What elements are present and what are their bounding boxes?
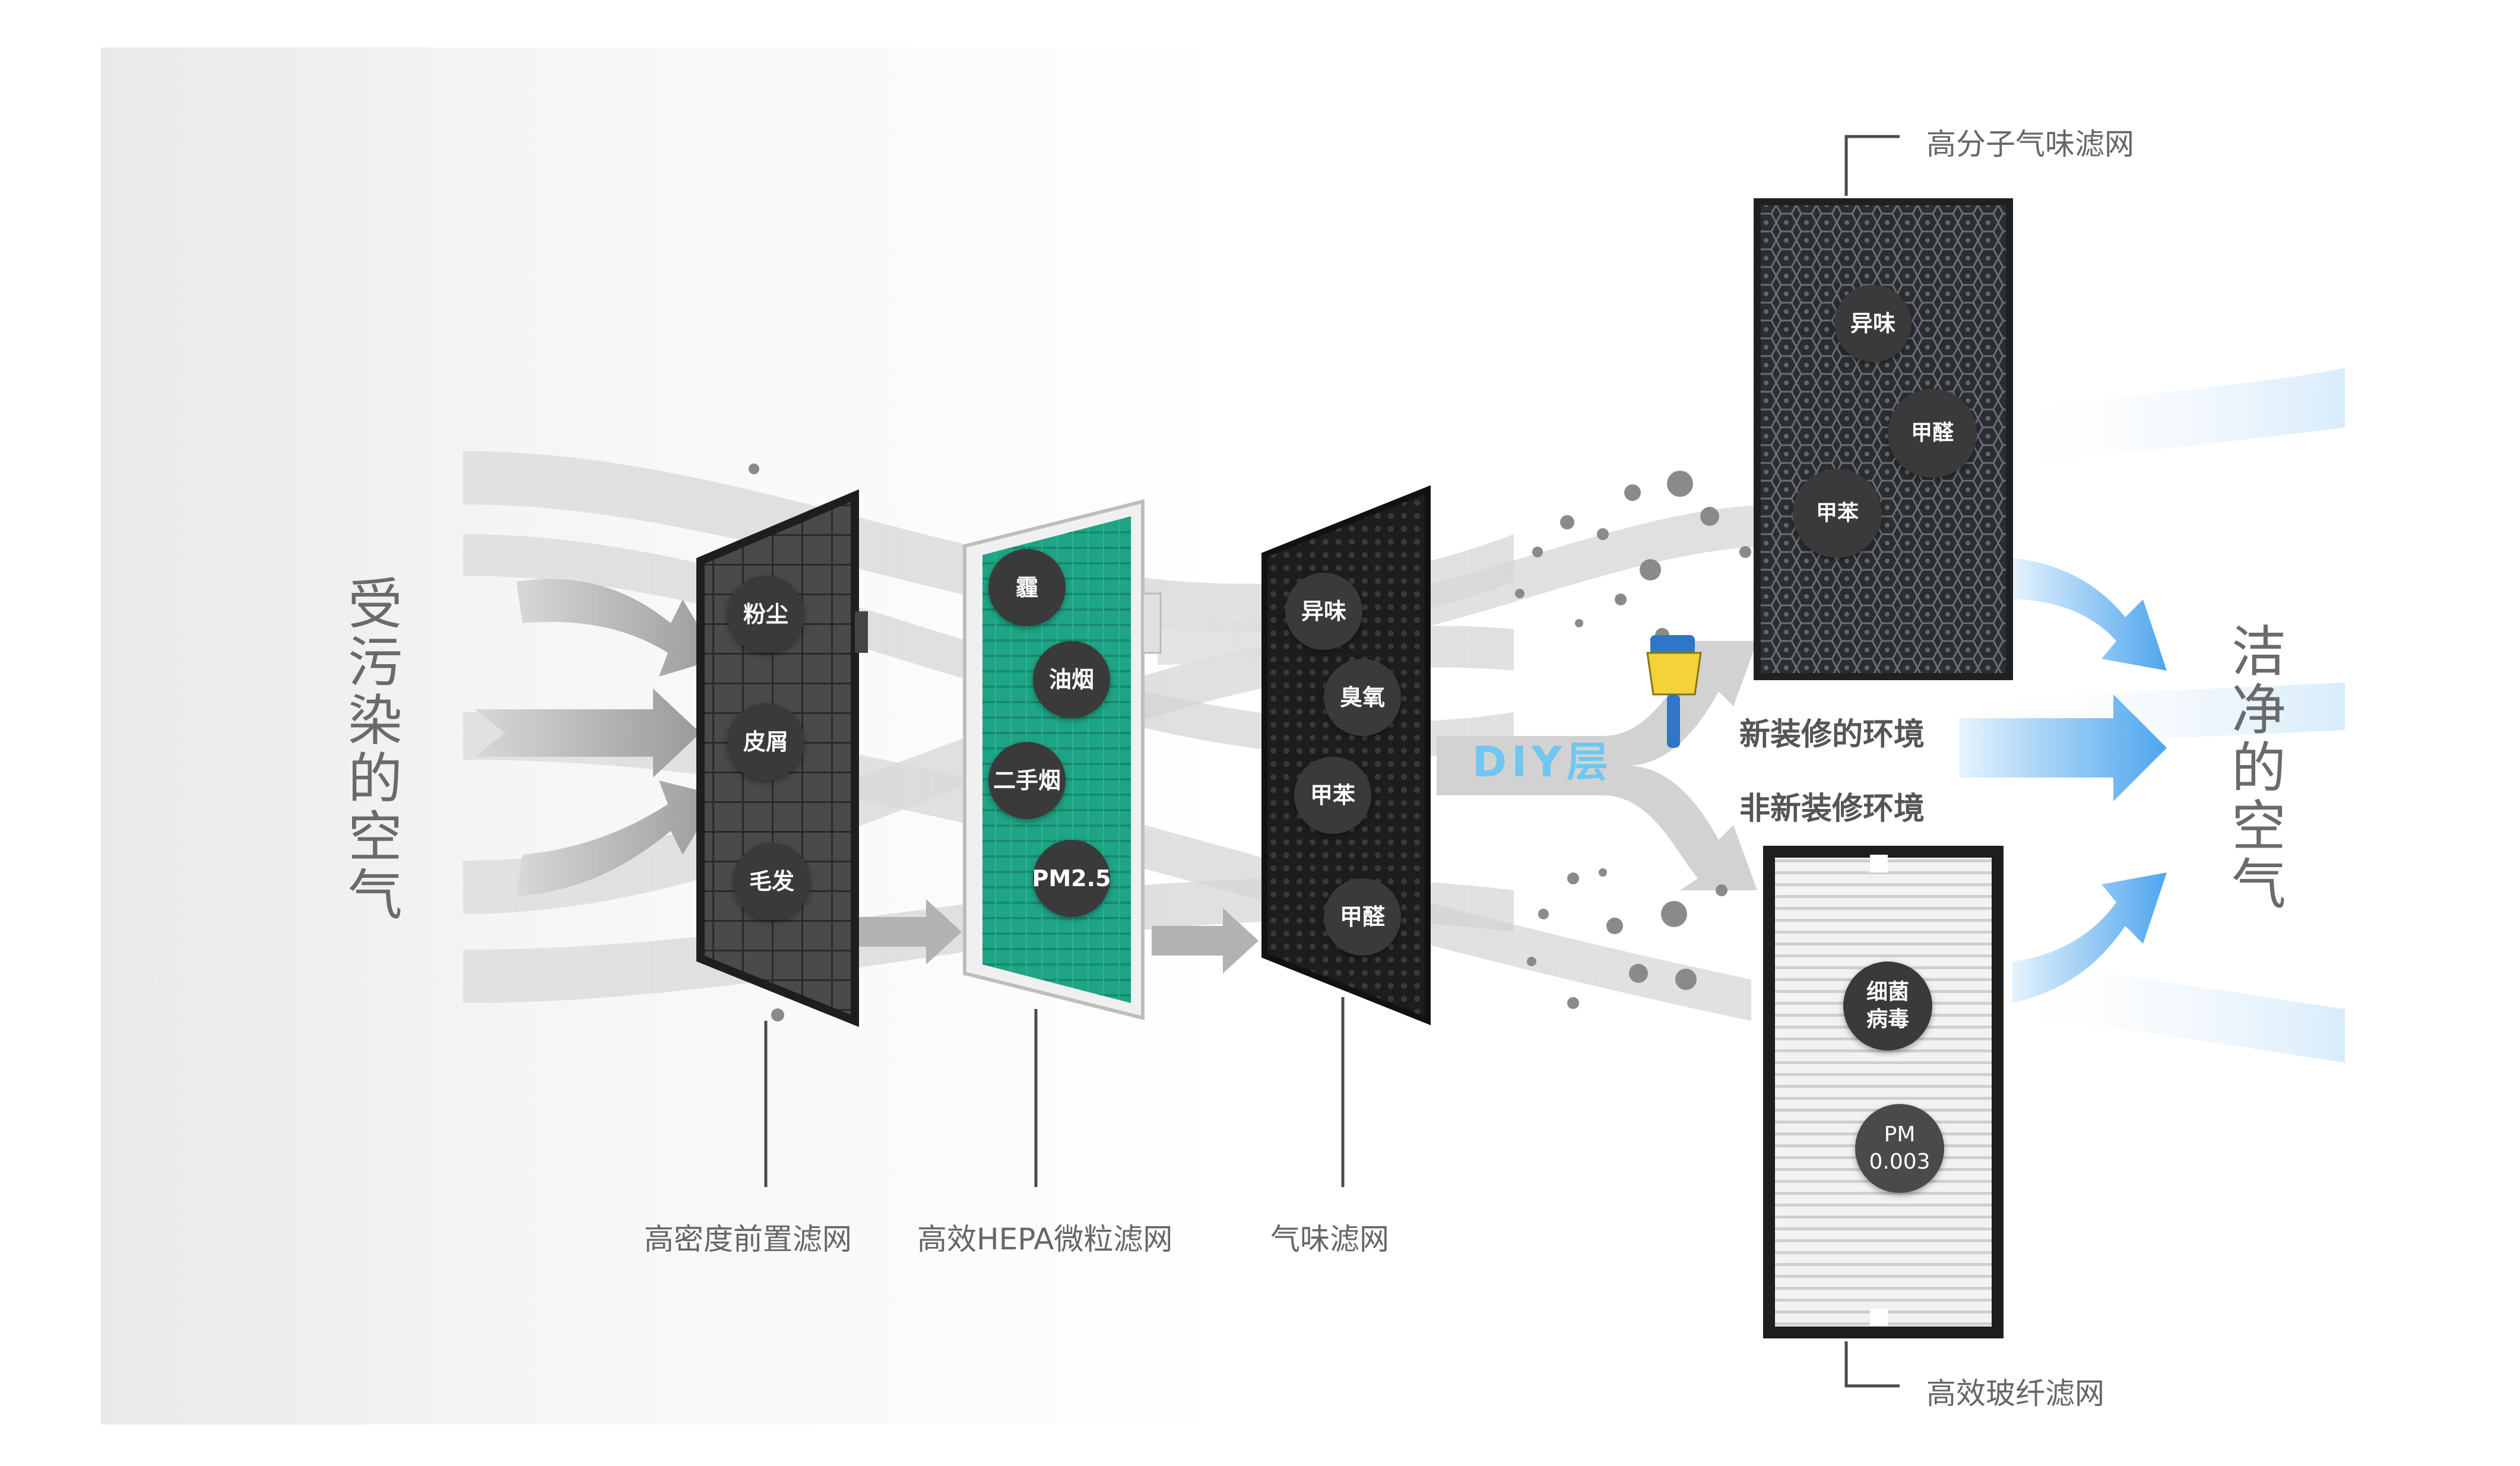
env-non-new-label: 非新装修环境 bbox=[1739, 791, 1925, 827]
pollutant-haze: 霾 bbox=[988, 549, 1066, 626]
filter-label-glassfiber: 高效玻纤滤网 bbox=[1926, 1376, 2104, 1411]
filter-label-polymer: 高分子气味滤网 bbox=[1926, 127, 2134, 161]
pollutant-toluene-polymer: 甲苯 bbox=[1793, 469, 1882, 558]
pollutant-hair: 毛发 bbox=[733, 843, 810, 920]
pollutant-odor: 异味 bbox=[1285, 573, 1362, 650]
brush-icon bbox=[1646, 635, 1702, 748]
pollutant-odor-polymer: 异味 bbox=[1834, 285, 1912, 362]
filter-label-odor: 气味滤网 bbox=[1270, 1222, 1389, 1256]
pollutant-cooking-fume: 油烟 bbox=[1033, 641, 1110, 718]
pollutant-pm25: PM2.5 bbox=[1032, 840, 1111, 917]
particles bbox=[749, 464, 1751, 1021]
pollutant-formaldehyde: 甲醛 bbox=[1324, 878, 1401, 956]
pollutant-ozone: 臭氧 bbox=[1324, 659, 1401, 736]
env-new-label: 新装修的环境 bbox=[1739, 717, 1925, 753]
pollutant-dust: 粉尘 bbox=[727, 576, 804, 653]
pollutant-dander: 皮屑 bbox=[727, 703, 804, 780]
filter-label-pre: 高密度前置滤网 bbox=[644, 1222, 852, 1256]
filter-label-hepa: 高效HEPA微粒滤网 bbox=[917, 1222, 1173, 1256]
polluted-air-title: 受污染的空气 bbox=[347, 573, 402, 927]
incoming-arrows bbox=[475, 579, 1259, 973]
pollutant-secondhand-smoke: 二手烟 bbox=[988, 742, 1066, 819]
pollutant-formaldehyde-polymer: 甲醛 bbox=[1888, 389, 1977, 478]
pollutant-bacteria-virus: 细菌 病毒 bbox=[1843, 962, 1932, 1051]
pollutant-pm0003: PM 0.003 bbox=[1855, 1104, 1944, 1193]
leader-lines bbox=[764, 135, 1900, 1388]
output-arrows bbox=[1959, 558, 2167, 1003]
clean-air-title: 洁净的空气 bbox=[2231, 620, 2286, 916]
diy-label: DIY层 bbox=[1472, 738, 1613, 786]
glass-fiber-filter-panel bbox=[1763, 846, 2004, 1338]
pollutant-toluene: 甲苯 bbox=[1294, 757, 1371, 834]
